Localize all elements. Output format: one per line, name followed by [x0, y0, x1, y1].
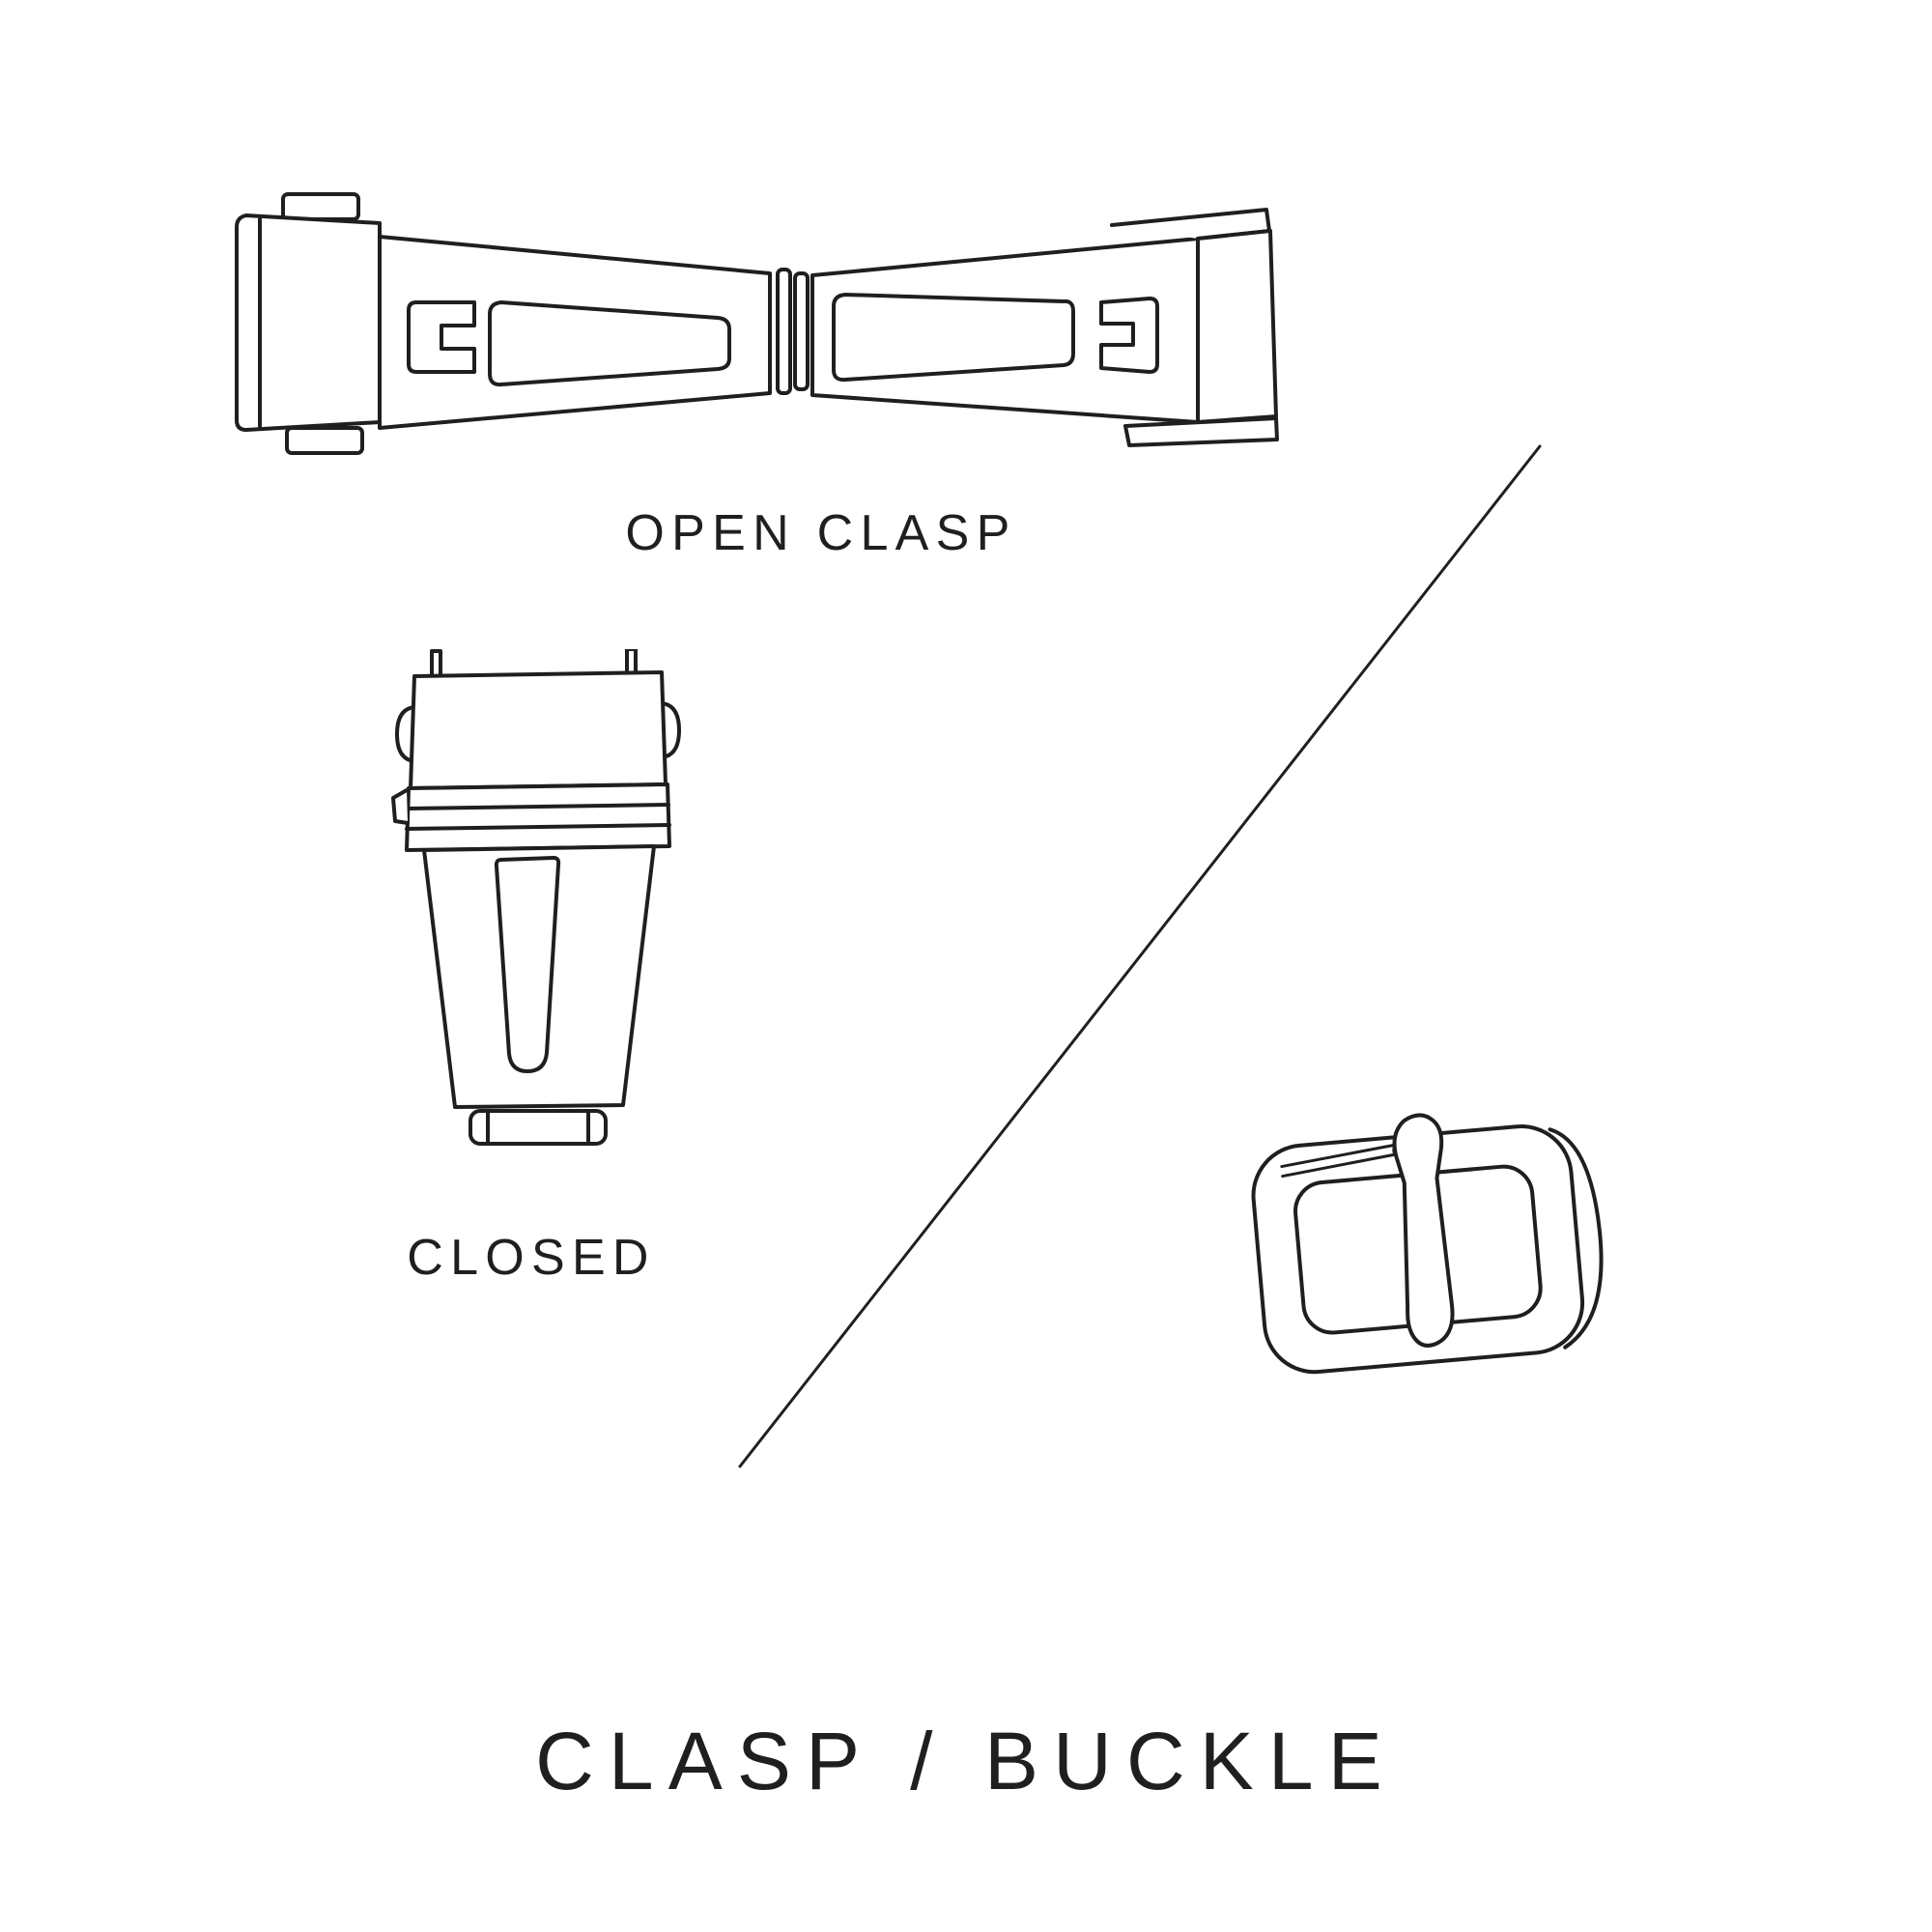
- open-clasp-icon: [235, 192, 1279, 455]
- closed-clasp-icon: [391, 649, 681, 1146]
- page-title: CLASP / BUCKLE: [535, 1716, 1397, 1806]
- open-clasp-label: OPEN CLASP: [625, 505, 1017, 561]
- diagonal-divider-line: [738, 444, 1542, 1468]
- buckle-icon: [1251, 1113, 1604, 1375]
- closed-label: CLOSED: [407, 1230, 656, 1286]
